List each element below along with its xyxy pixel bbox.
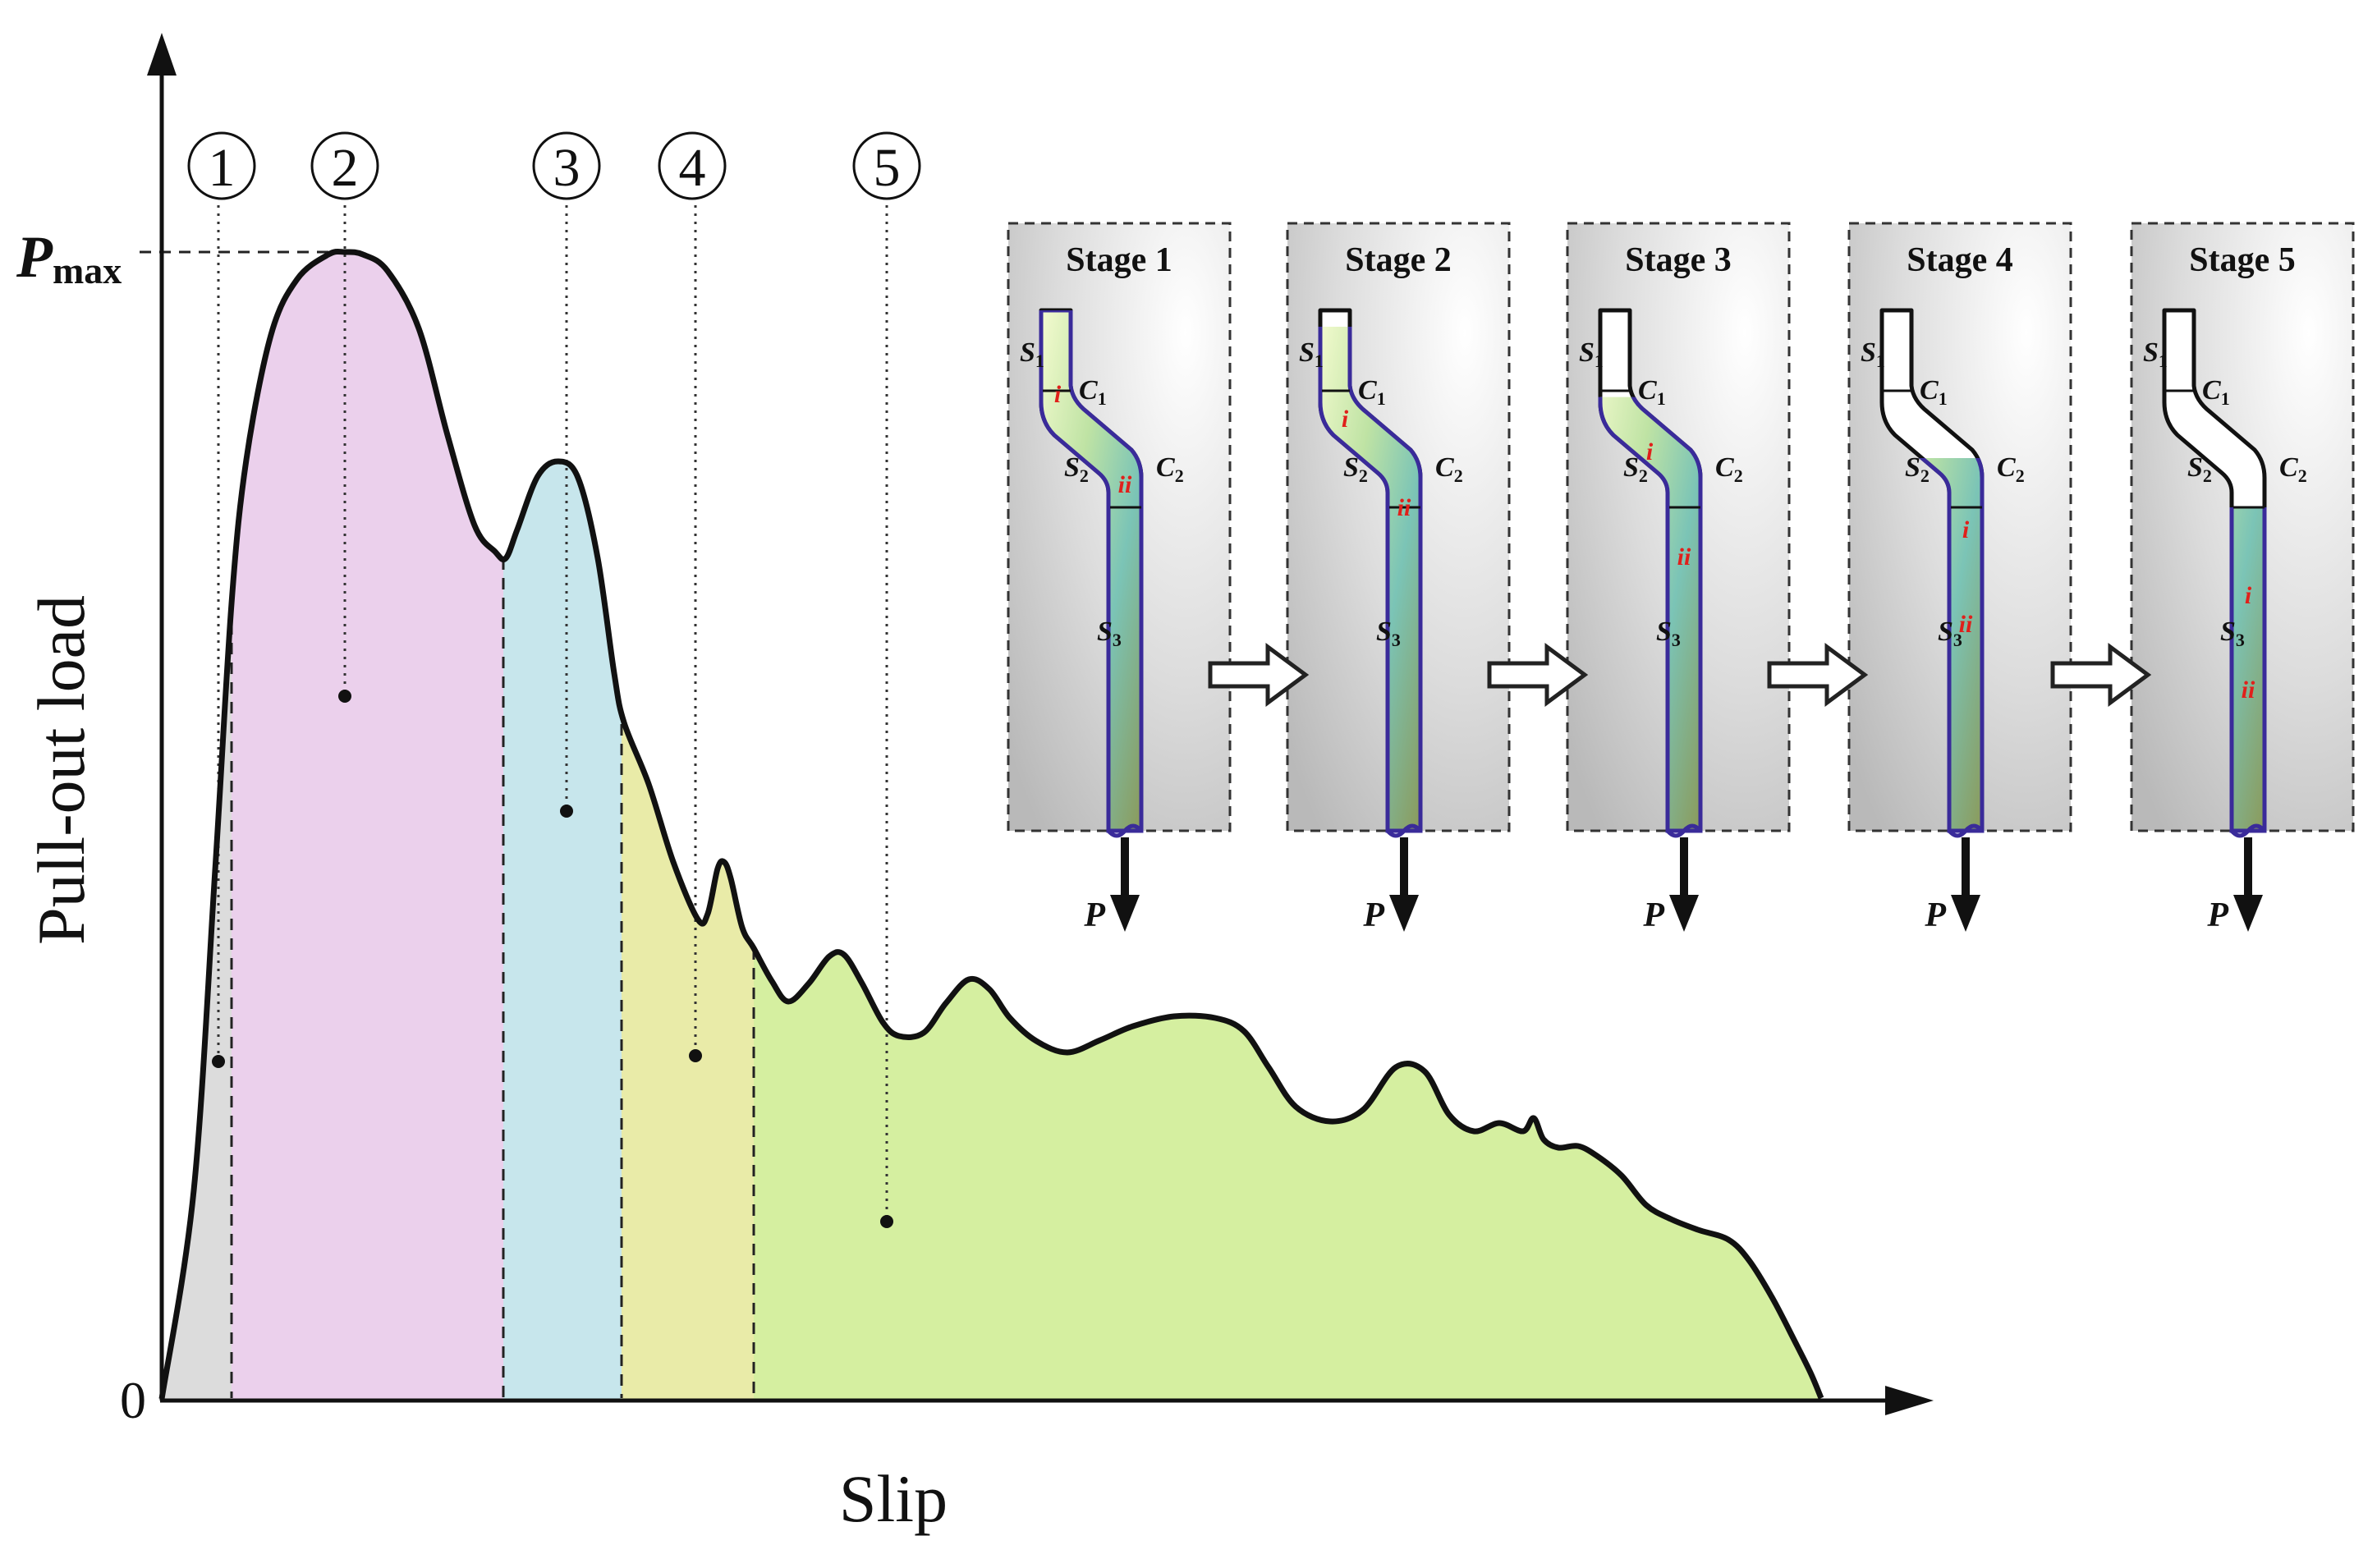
stage-2-label-s2: S2 xyxy=(1343,452,1368,486)
stage-4-label-s2: S2 xyxy=(1905,452,1930,486)
stage-2-label-s1: S1 xyxy=(1299,337,1324,371)
stage-2-marker-i: i xyxy=(1342,406,1349,433)
stage-3-label-s1: S1 xyxy=(1579,337,1604,371)
y-axis-arrow-icon xyxy=(147,33,177,76)
stage-3-load-label: P xyxy=(1642,896,1664,934)
dot-2 xyxy=(338,690,351,703)
stage-4-marker-ii: ii xyxy=(1959,611,1973,638)
dot-1 xyxy=(212,1055,225,1068)
stage-3-label-c1: C1 xyxy=(1638,375,1666,409)
stage-5-label-s2: S2 xyxy=(2187,452,2212,486)
dot-4 xyxy=(689,1049,702,1062)
dot-3 xyxy=(560,805,573,818)
stage-2-label-c1: C1 xyxy=(1358,375,1386,409)
stage-1-marker-i: i xyxy=(1054,381,1062,408)
region-marker-1-label: 1 xyxy=(209,138,236,198)
region-marker-4: 4 xyxy=(658,131,727,200)
stage-2-label-s3: S3 xyxy=(1376,617,1401,650)
stage-1-marker-ii: ii xyxy=(1118,471,1132,498)
stage-1-load-arrow-icon xyxy=(1110,895,1140,932)
stage-3-marker-ii: ii xyxy=(1677,543,1691,571)
region-markers: 1 2 3 4 5 xyxy=(187,131,921,200)
stage-3-marker-i: i xyxy=(1646,438,1654,465)
stage-4-label-c1: C1 xyxy=(1920,375,1948,409)
origin-label: 0 xyxy=(120,1371,146,1429)
x-axis-arrow-icon xyxy=(1885,1386,1934,1415)
stage-4-title: Stage 4 xyxy=(1907,241,2013,279)
stage-3-label-s3: S3 xyxy=(1656,617,1681,650)
pmax-label: Pmax xyxy=(16,224,122,291)
stage-4-label-s1: S1 xyxy=(1861,337,1885,371)
stage-2-load-arrow-icon xyxy=(1389,895,1419,932)
marker-leaders xyxy=(217,205,888,1220)
pmax-label-sub: max xyxy=(53,250,122,291)
stage-5-load-arrow-icon xyxy=(2233,895,2263,932)
stage-2-label-c2: C2 xyxy=(1435,452,1463,486)
region-marker-4-label: 4 xyxy=(679,138,706,198)
region-1-fill xyxy=(162,603,232,1401)
y-axis-label: Pull-out load xyxy=(24,595,99,945)
stage-2-marker-ii: ii xyxy=(1397,494,1411,521)
stage-2-title: Stage 2 xyxy=(1345,241,1452,279)
region-boundaries xyxy=(230,558,755,1398)
stage-5-load-label: P xyxy=(2206,896,2228,934)
stage-4-load-arrow-icon xyxy=(1951,895,1980,932)
stage-4-fiber-end xyxy=(1948,823,1984,838)
region-marker-2: 2 xyxy=(310,131,379,200)
stage-4-label-c2: C2 xyxy=(1997,452,2025,486)
stage-3-label-s2: S2 xyxy=(1623,452,1648,486)
stage-4-marker-i: i xyxy=(1962,516,1970,543)
stage-1-label-s2: S2 xyxy=(1064,452,1089,486)
stage-5-label-s3: S3 xyxy=(2220,617,2245,650)
axes xyxy=(147,33,1934,1415)
stage-3-label-c2: C2 xyxy=(1715,452,1743,486)
region-4-fill xyxy=(621,710,754,1401)
stage-1-fiber-end xyxy=(1107,823,1143,838)
region-marker-5: 5 xyxy=(852,131,921,200)
stage-1-title: Stage 1 xyxy=(1066,241,1172,279)
region-marker-3-label: 3 xyxy=(553,138,580,198)
region-marker-1: 1 xyxy=(187,131,256,200)
stage-5-label-c1: C1 xyxy=(2202,375,2230,409)
load-slip-curve xyxy=(158,248,1824,1400)
stage-1-label-c2: C2 xyxy=(1156,452,1184,486)
pmax-label-main: P xyxy=(16,224,53,290)
stage-5-title: Stage 5 xyxy=(2189,241,2296,279)
stage-4-label-s3: S3 xyxy=(1938,617,1962,650)
stage-5-fiber-end xyxy=(2230,823,2266,838)
stage-3-load-arrow-icon xyxy=(1669,895,1699,932)
stage-4-load-label: P xyxy=(1924,896,1946,934)
stage-5-label-c2: C2 xyxy=(2279,452,2307,486)
stage-1-label-s1: S1 xyxy=(1020,337,1044,371)
region-5-fill xyxy=(754,948,1821,1401)
stage-2-fiber-end xyxy=(1386,823,1422,838)
curve-regions xyxy=(162,251,1821,1401)
stage-5-marker-ii: ii xyxy=(2242,676,2255,704)
x-axis-label: Slip xyxy=(839,1461,948,1536)
dot-5 xyxy=(880,1215,893,1228)
region-2-fill xyxy=(232,251,503,1401)
marker-dots xyxy=(212,690,893,1228)
region-marker-5-label: 5 xyxy=(874,138,901,198)
stage-5-label-s1: S1 xyxy=(2143,337,2168,371)
stage-1-label-s3: S3 xyxy=(1097,617,1122,650)
stage-1-label-c1: C1 xyxy=(1079,375,1107,409)
stage-5-marker-i: i xyxy=(2245,582,2252,609)
stage-3-fiber-end xyxy=(1666,823,1702,838)
stage-1-load-label: P xyxy=(1083,896,1105,934)
stage-2-load-label: P xyxy=(1362,896,1384,934)
region-3-fill xyxy=(503,461,622,1401)
stage-3-title: Stage 3 xyxy=(1625,241,1732,279)
region-marker-3: 3 xyxy=(532,131,601,200)
region-marker-2-label: 2 xyxy=(332,138,359,198)
